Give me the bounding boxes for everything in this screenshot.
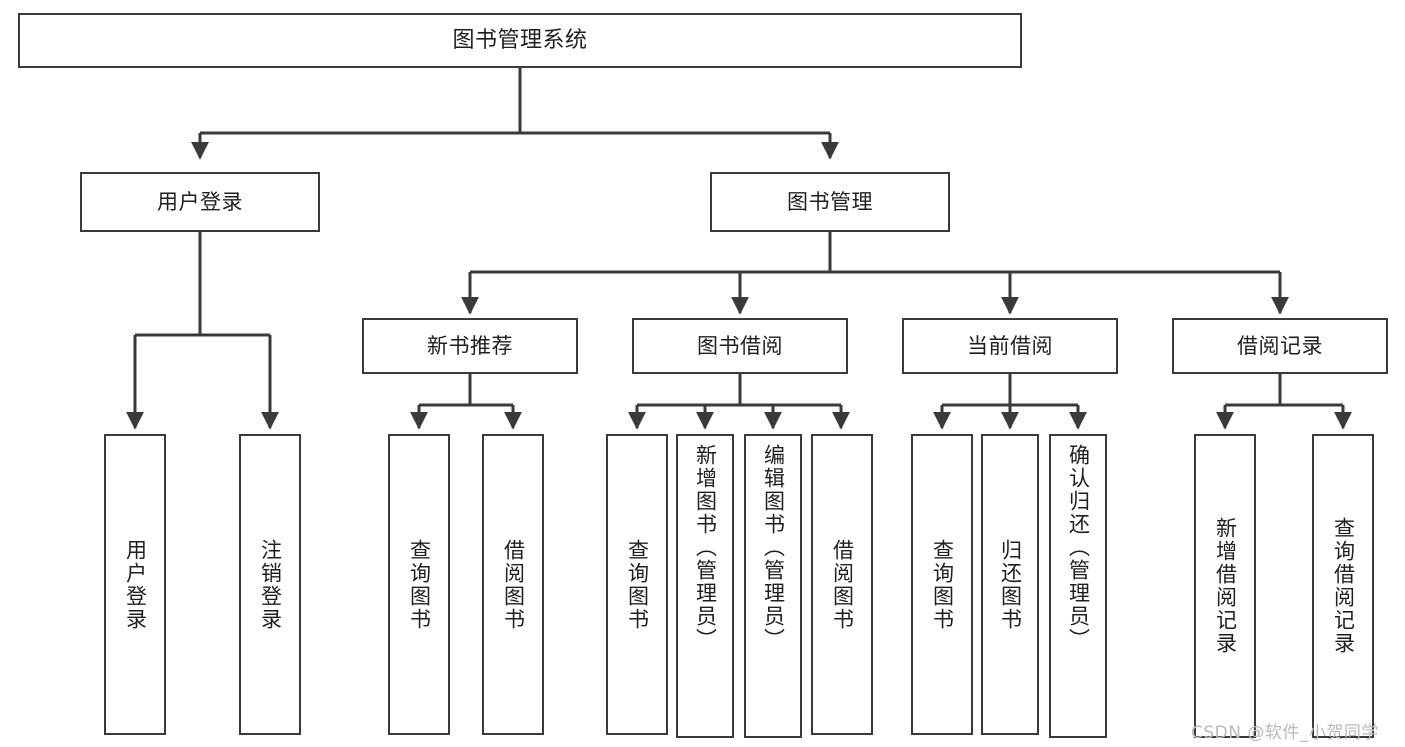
leaf-book-borrow-query-label: 查询图书 [625, 538, 650, 631]
node-user-login[interactable]: 用户登录 [80, 172, 320, 232]
leaf-book-borrow-add-label: 新增图书（管理员） [693, 444, 718, 651]
leaf-book-borrow-edit[interactable]: 编辑图书（管理员） [744, 434, 802, 738]
leaf-new-book-query-label: 查询图书 [407, 538, 432, 631]
leaf-current-borrow-confirm-label: 确认归还（管理员） [1066, 444, 1091, 651]
node-current-borrow[interactable]: 当前借阅 [902, 318, 1118, 374]
leaf-new-book-borrow-label: 借阅图书 [501, 538, 526, 631]
leaf-current-borrow-query[interactable]: 查询图书 [911, 434, 973, 735]
leaf-current-borrow-return[interactable]: 归还图书 [981, 434, 1039, 735]
node-current-borrow-label: 当前借阅 [967, 333, 1053, 358]
node-borrow-record-label: 借阅记录 [1237, 333, 1323, 358]
node-book-manage-label: 图书管理 [787, 189, 873, 214]
node-new-book-recommend-label: 新书推荐 [427, 333, 513, 358]
csdn-watermark: CSDN @软件_小贺同学 [1191, 718, 1379, 743]
leaf-user-login-login[interactable]: 用户登录 [104, 434, 166, 735]
leaf-user-login-logout-label: 注销登录 [258, 538, 283, 631]
leaf-book-borrow-query[interactable]: 查询图书 [606, 434, 668, 735]
node-book-manage[interactable]: 图书管理 [710, 172, 950, 232]
node-new-book-recommend[interactable]: 新书推荐 [362, 318, 578, 374]
leaf-current-borrow-query-label: 查询图书 [930, 538, 955, 631]
leaf-borrow-record-add-label: 新增借阅记录 [1213, 517, 1238, 655]
node-user-login-label: 用户登录 [157, 189, 243, 214]
leaf-user-login-login-label: 用户登录 [123, 538, 148, 631]
leaf-book-borrow-add[interactable]: 新增图书（管理员） [676, 434, 734, 738]
leaf-user-login-logout[interactable]: 注销登录 [239, 434, 301, 735]
leaf-book-borrow-edit-label: 编辑图书（管理员） [761, 444, 786, 651]
csdn-watermark-text: CSDN @软件_小贺同学 [1191, 723, 1379, 743]
leaf-borrow-record-query-label: 查询借阅记录 [1331, 517, 1356, 655]
leaf-book-borrow-borrow[interactable]: 借阅图书 [811, 434, 873, 735]
leaf-current-borrow-confirm[interactable]: 确认归还（管理员） [1049, 434, 1107, 738]
leaf-book-borrow-borrow-label: 借阅图书 [830, 538, 855, 631]
leaf-current-borrow-return-label: 归还图书 [998, 538, 1023, 631]
node-root[interactable]: 图书管理系统 [18, 13, 1022, 68]
leaf-new-book-query[interactable]: 查询图书 [388, 434, 450, 735]
leaf-borrow-record-query[interactable]: 查询借阅记录 [1312, 434, 1374, 738]
node-root-label: 图书管理系统 [452, 27, 588, 53]
node-borrow-record[interactable]: 借阅记录 [1172, 318, 1388, 374]
leaf-new-book-borrow[interactable]: 借阅图书 [482, 434, 544, 735]
node-book-borrow-label: 图书借阅 [697, 333, 783, 358]
node-book-borrow[interactable]: 图书借阅 [632, 318, 848, 374]
leaf-borrow-record-add[interactable]: 新增借阅记录 [1194, 434, 1256, 738]
